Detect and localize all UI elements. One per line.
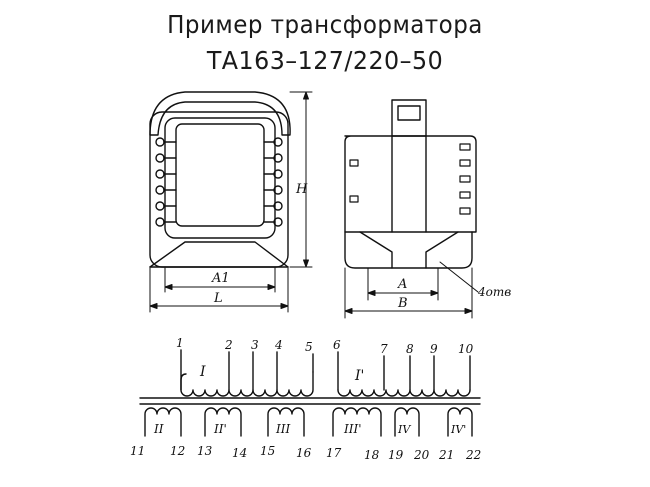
label-b: B: [397, 296, 408, 311]
terminal-21: 21: [438, 448, 454, 462]
label-a1: A1: [211, 271, 230, 286]
terminal-15: 15: [260, 444, 275, 458]
terminal-20: 20: [413, 448, 430, 462]
left-terminal-lugs: [155, 137, 177, 227]
winding-label-III: III: [275, 422, 290, 436]
terminal-17: 17: [326, 446, 342, 460]
winding-III: [267, 407, 305, 437]
dimension-b: [344, 267, 473, 319]
terminal-19: 19: [388, 448, 404, 462]
winding-IV-prime: [447, 407, 473, 437]
label-l: L: [213, 291, 223, 306]
terminal-18: 18: [364, 448, 380, 462]
winding-label-IV: IV: [397, 423, 411, 436]
dimension-h: [289, 91, 313, 268]
winding-II: [144, 407, 182, 437]
terminal-16: 16: [296, 446, 312, 460]
winding-label-I: I: [199, 364, 206, 380]
terminal-14: 14: [232, 446, 247, 460]
terminal-4: 4: [274, 338, 283, 352]
front-view: A1 L H: [149, 91, 313, 313]
top-bracket: [149, 91, 291, 136]
label-a: A: [397, 277, 407, 292]
side-view: A B 4отв: [344, 99, 511, 319]
coil-outline: [164, 117, 276, 239]
winding-IV: [394, 407, 420, 437]
winding-label-II: II: [153, 422, 164, 436]
secondary-winding-schematic: [139, 403, 481, 437]
mounting-foot: [149, 241, 289, 268]
side-terminal-lugs: [349, 143, 471, 215]
terminal-5: 5: [305, 340, 313, 354]
terminal-10: 10: [458, 342, 474, 356]
winding-III-prime: [332, 407, 382, 437]
right-terminal-lugs: [263, 137, 283, 227]
holes-note: 4отв: [477, 285, 511, 299]
dimension-a1: [164, 267, 276, 293]
winding-label-IV-prime: IV': [450, 423, 466, 436]
terminal-11: 11: [130, 444, 145, 458]
winding-II-prime: [204, 407, 242, 437]
terminal-8: 8: [406, 342, 414, 356]
terminal-22: 22: [465, 448, 481, 462]
primary-winding-schematic: [139, 349, 481, 399]
side-foot: [344, 231, 473, 269]
winding-label-I-prime: I': [354, 368, 364, 384]
terminal-9: 9: [430, 342, 438, 356]
winding-label-II-prime: II': [213, 422, 227, 436]
terminal-2: 2: [224, 338, 233, 352]
terminal-13: 13: [197, 444, 213, 458]
terminal-1: 1: [176, 336, 184, 350]
window-outline: [175, 123, 265, 227]
terminal-3: 3: [251, 338, 259, 352]
side-body: [344, 135, 477, 233]
diagram-title: Пример трансформатора: [167, 10, 483, 39]
winding-I-prime: [337, 389, 471, 397]
diagram-model-number: ТА163–127/220–50: [206, 46, 444, 75]
dimension-a: [367, 267, 439, 301]
holes-leader-line: [439, 261, 479, 293]
winding-label-III-prime: III': [343, 422, 362, 436]
terminal-7: 7: [380, 342, 388, 356]
terminal-12: 12: [170, 444, 185, 458]
dimension-l: [149, 267, 289, 313]
terminal-6: 6: [333, 338, 341, 352]
label-h: H: [295, 182, 308, 197]
